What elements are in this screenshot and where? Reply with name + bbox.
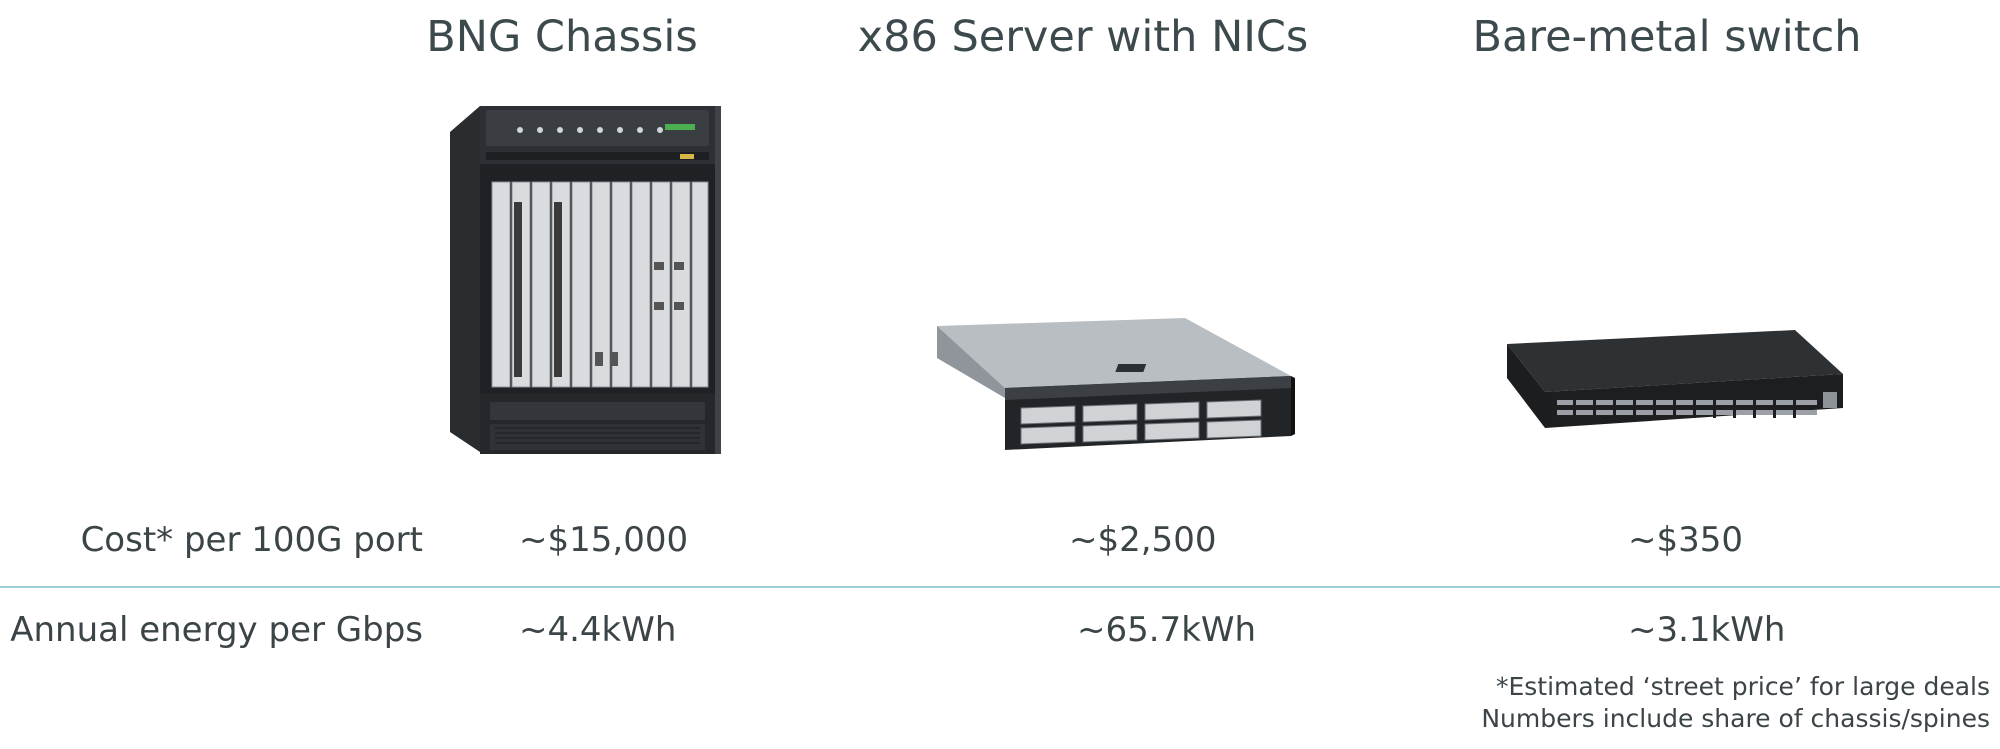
energy-x86-server: ~65.7kWh [1077,610,1257,650]
bare-metal-switch-image [1507,330,1843,428]
energy-bng-chassis: ~4.4kWh [519,610,677,650]
cost-bng-chassis: ~$15,000 [519,520,689,560]
column-title-bng-chassis: BNG Chassis [426,12,698,62]
column-title-bare-metal-switch: Bare-metal switch [1472,12,1862,62]
footnote-chassis-share: Numbers include share of chassis/spines [1481,704,1990,733]
footnote-street-price: *Estimated ‘street price’ for large deal… [1495,672,1990,701]
energy-bare-metal-switch: ~3.1kWh [1628,610,1786,650]
row-label-cost: Cost* per 100G port [80,520,423,560]
row-label-energy: Annual energy per Gbps [10,610,423,650]
column-title-x86-server: x86 Server with NICs [857,12,1309,62]
cost-bare-metal-switch: ~$350 [1628,520,1744,560]
bng-chassis-image [450,106,721,454]
x86-server-image [937,318,1295,450]
row-divider [0,586,2000,588]
cost-x86-server: ~$2,500 [1069,520,1217,560]
